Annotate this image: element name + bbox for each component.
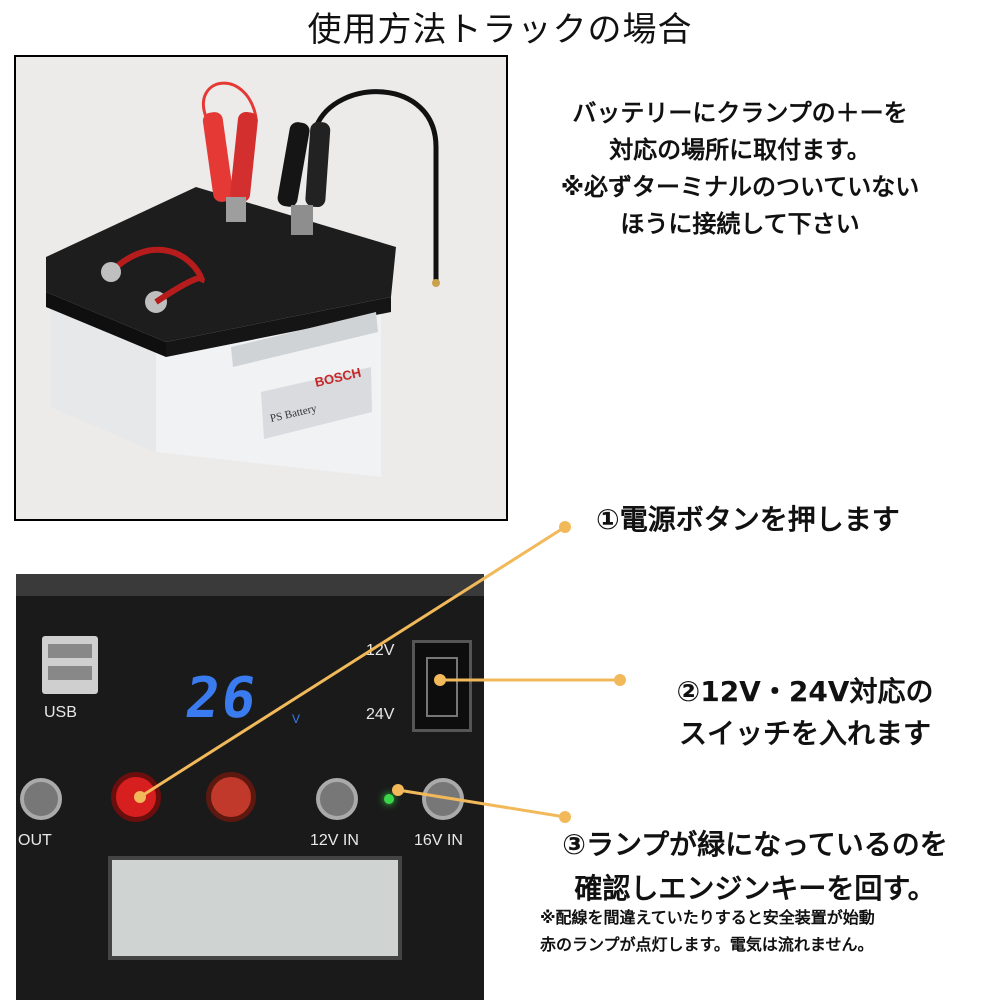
power-button[interactable] bbox=[111, 772, 161, 822]
status-lamp-icon bbox=[384, 794, 394, 804]
step-2-label: ②12V・24V対応の スイッチを入れます bbox=[640, 671, 970, 755]
voltage-display: 26 bbox=[181, 666, 263, 731]
page-title: 使用方法トラックの場合 bbox=[307, 10, 693, 50]
switch-12v-label: 12V bbox=[366, 642, 395, 659]
device-photo: USB 26 V 12V 24V OUT 12V IN 16V IN bbox=[16, 574, 484, 1000]
voltage-switch[interactable] bbox=[412, 640, 472, 732]
out-label: OUT bbox=[18, 832, 52, 849]
battery-instructions: バッテリーにクランプの＋ーを 対応の場所に取付ます。 ※必ずターミナルのついてい… bbox=[520, 95, 960, 243]
step-3-line-2: 確認しエンジンキーを回す。 bbox=[574, 872, 936, 905]
instruction-line: ※必ずターミナルのついていない bbox=[560, 173, 920, 201]
warning-note: ※配線を間違えていたりすると安全装置が始動 赤のランプが点灯します。電気は流れま… bbox=[540, 904, 990, 958]
battery-photo: BOSCH PS Battery bbox=[14, 55, 508, 521]
12v-in-label: 12V IN bbox=[310, 832, 359, 849]
usb-label: USB bbox=[44, 704, 77, 721]
usb-port-icon bbox=[42, 636, 98, 694]
step-1-label: ①電源ボタンを押します bbox=[596, 503, 900, 536]
warning-note-line-2: 赤のランプが点灯します。電気は流れません。 bbox=[540, 935, 874, 954]
light-button[interactable] bbox=[206, 772, 256, 822]
battery-illustration: BOSCH PS Battery bbox=[46, 81, 440, 477]
instruction-line: バッテリーにクランプの＋ーを bbox=[572, 99, 908, 127]
step-2-line-2: スイッチを入れます bbox=[678, 717, 931, 750]
16v-in-label: 16V IN bbox=[414, 832, 463, 849]
step-2-line-1: ②12V・24V対応の bbox=[676, 675, 934, 708]
12v-in-jack-icon bbox=[316, 778, 358, 820]
step-3-label: ③ランプが緑になっているのを 確認しエンジンキーを回す。 bbox=[520, 823, 990, 911]
instruction-line: 対応の場所に取付ます。 bbox=[609, 136, 871, 164]
instruction-line: ほうに接続して下さい bbox=[620, 210, 860, 238]
warning-note-line-1: ※配線を間違えていたりすると安全装置が始動 bbox=[540, 908, 875, 927]
callout-dot-2 bbox=[614, 674, 626, 686]
device-top-edge bbox=[16, 574, 484, 596]
step-3-line-1: ③ランプが緑になっているのを bbox=[562, 828, 948, 861]
lcd-panel bbox=[108, 856, 402, 960]
16v-in-jack-icon bbox=[422, 778, 464, 820]
switch-24v-label: 24V bbox=[366, 706, 395, 723]
callout-dot-1 bbox=[559, 521, 571, 533]
out-jack-icon bbox=[20, 778, 62, 820]
callout-dot-3 bbox=[559, 811, 571, 823]
voltage-unit: V bbox=[292, 712, 301, 726]
